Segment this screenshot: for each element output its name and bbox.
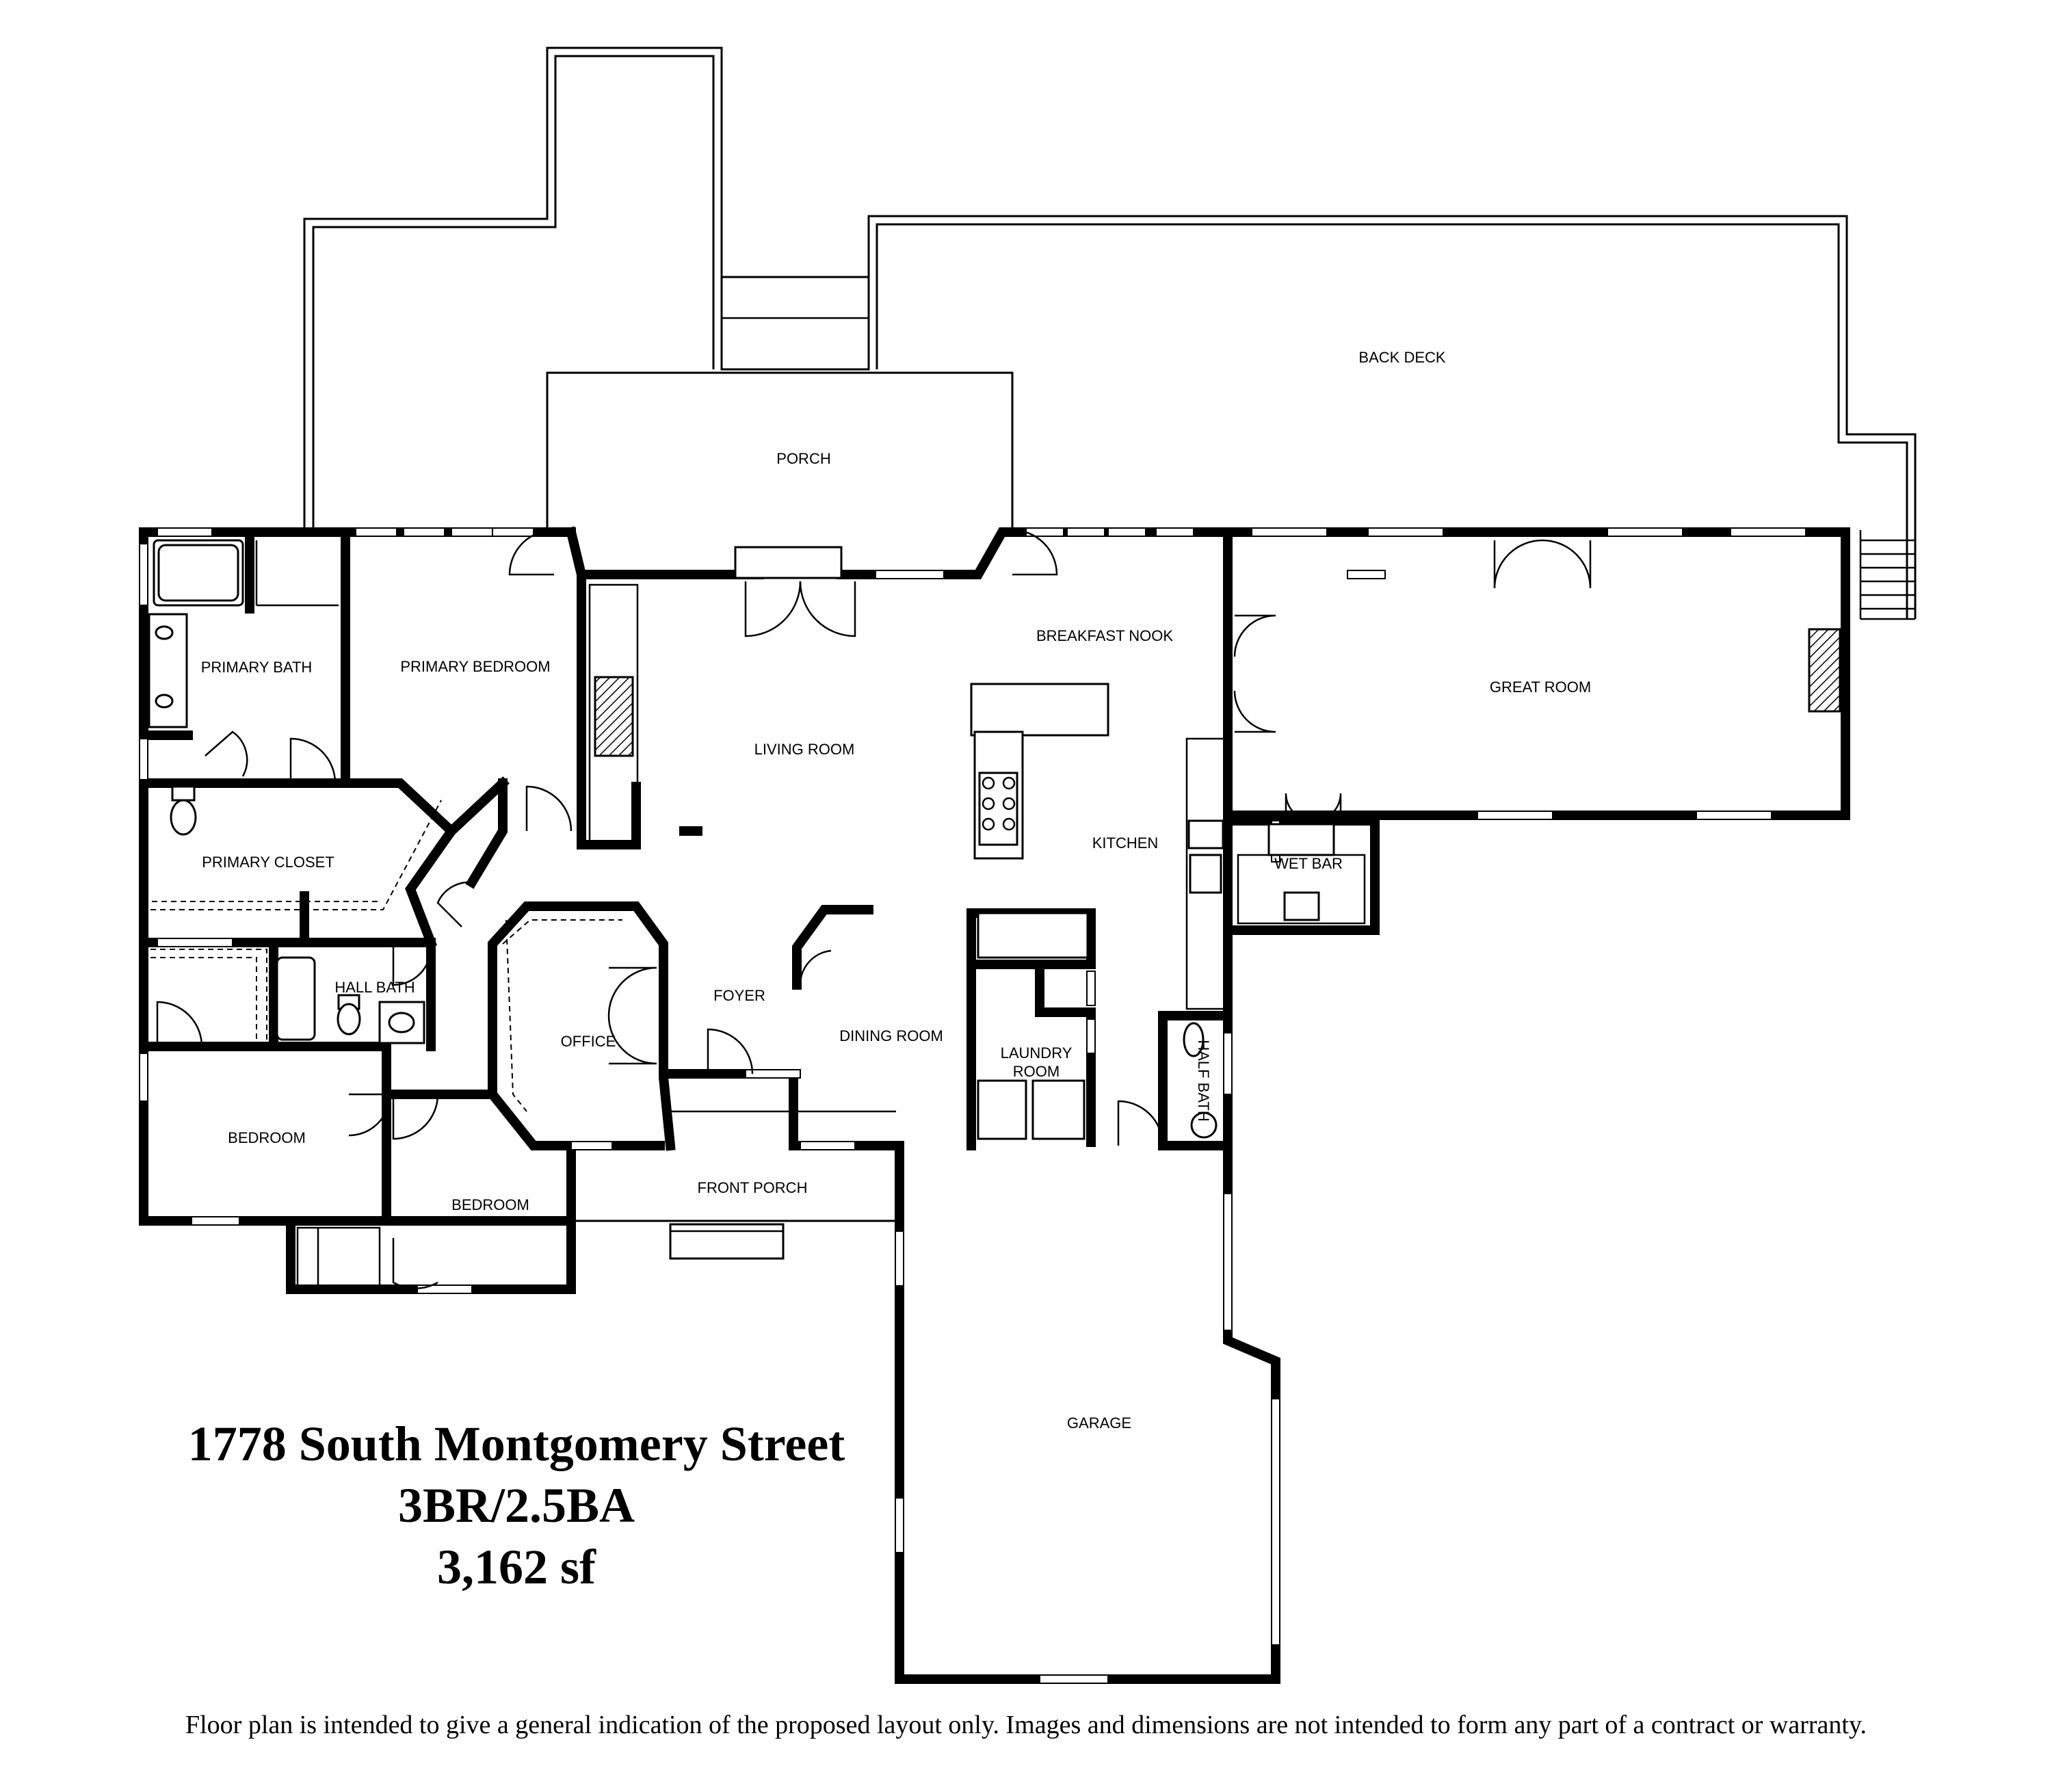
back-deck-outline [303,47,1917,619]
disclaimer-text: Floor plan is intended to give a general… [185,1711,1867,1739]
label-foyer: FOYER [713,987,765,1004]
label-bedroom-1: BEDROOM [228,1129,306,1146]
label-back-deck: BACK DECK [1358,349,1445,366]
label-primary-bath: PRIMARY BATH [201,659,313,676]
label-front-porch: FRONT PORCH [698,1179,808,1196]
room-labels: BACK DECK PORCH PRIMARY BATH PRIMARY BED… [201,349,1591,1432]
label-office: OFFICE [561,1033,616,1050]
label-breakfast-nook: BREAKFAST NOOK [1036,627,1173,644]
bedroom-bath-count: 3BR/2.5BA [397,1478,635,1533]
label-dining-room: DINING ROOM [839,1027,943,1044]
fixtures [148,539,1841,1287]
label-half-bath: HALF BATH [1195,1040,1212,1121]
label-kitchen: KITCHEN [1092,834,1159,852]
porch-outline [546,371,1014,530]
label-primary-bedroom: PRIMARY BEDROOM [400,658,550,675]
square-footage: 3,162 sf [437,1540,596,1594]
label-primary-closet: PRIMARY CLOSET [202,854,334,871]
label-wet-bar: WET BAR [1274,855,1343,872]
label-porch: PORCH [776,450,830,467]
doors [156,529,1592,1289]
back-deck-stairs [1859,530,1915,620]
label-hall-bath: HALL BATH [334,979,415,996]
label-garage: GARAGE [1067,1414,1131,1432]
property-address: 1778 South Montgomery Street [187,1417,845,1471]
label-great-room: GREAT ROOM [1490,678,1591,696]
label-living-room: LIVING ROOM [754,741,855,758]
label-bedroom-2: BEDROOM [451,1196,529,1213]
label-laundry-room-line1: LAUNDRY [1001,1044,1073,1062]
label-laundry-room-line2: ROOM [1013,1063,1060,1080]
